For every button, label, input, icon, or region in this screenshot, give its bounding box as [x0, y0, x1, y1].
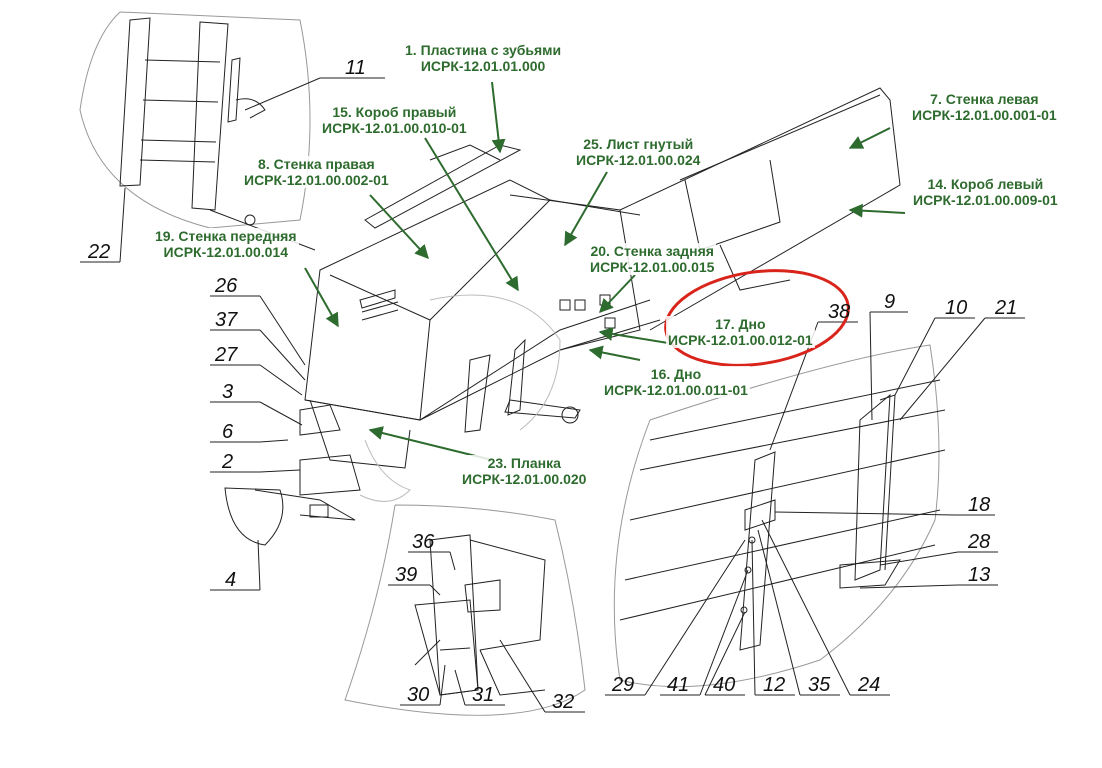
item-number: 22 — [87, 241, 110, 263]
item-number: 37 — [215, 309, 238, 331]
item-number: 9 — [884, 291, 895, 313]
detail-circle-right — [613, 344, 946, 688]
callout-code: ИСРК-12.01.00.020 — [462, 471, 587, 487]
callout-code: ИСРК-12.01.00.015 — [590, 259, 715, 275]
item-number: 40 — [713, 674, 735, 696]
callout-name: 19. Стенка передняя — [155, 228, 297, 244]
callout-name: 16. Дно — [650, 366, 702, 382]
callout-code: ИСРК-12.01.00.002-01 — [244, 172, 389, 188]
callout-name: 23. Планка — [487, 455, 561, 471]
item-number: 39 — [395, 564, 417, 586]
item-number: 26 — [214, 275, 238, 297]
callout-code: ИСРК-12.01.00.009-01 — [913, 192, 1058, 208]
item-number: 27 — [214, 344, 238, 366]
item-number: 21 — [994, 297, 1017, 319]
item-number: 28 — [967, 531, 990, 553]
item-number: 3 — [222, 381, 233, 403]
hopper-body — [224, 87, 901, 546]
detail-circle-bottom — [344, 504, 586, 716]
item-number: 31 — [472, 684, 494, 706]
callout-code: ИСРК-12.01.00.001-01 — [912, 107, 1057, 123]
highlight-circle — [664, 269, 850, 367]
callout-name: 17. Дно — [715, 316, 766, 332]
item-number: 4 — [225, 569, 236, 591]
item-number: 18 — [968, 494, 990, 516]
item-number: 13 — [968, 564, 990, 586]
leader-lines — [80, 77, 1025, 713]
item-number: 36 — [412, 531, 435, 553]
item-number: 41 — [667, 674, 689, 696]
callout-name: 20. Стенка задняя — [590, 243, 714, 259]
callout-name: 14. Короб левый — [927, 176, 1044, 192]
callout-name: 25. Лист гнутый — [583, 136, 694, 152]
item-number: 32 — [552, 691, 574, 713]
callout-code: ИСРК-12.01.01.000 — [420, 58, 546, 74]
callout-code: ИСРК-12.01.00.012-01 — [668, 332, 813, 348]
callout-name: 7. Стенка левая — [930, 91, 1039, 107]
item-number: 12 — [763, 674, 785, 696]
callout-code: ИСРК-12.01.00.011-01 — [604, 382, 748, 398]
item-number: 30 — [407, 684, 429, 706]
item-number: 6 — [222, 421, 234, 443]
callout-name: 8. Стенка правая — [258, 156, 375, 172]
item-number: 35 — [808, 674, 831, 696]
item-number: 10 — [945, 297, 967, 319]
callout-code: ИСРК-12.01.00.014 — [163, 244, 288, 260]
callout-code: ИСРК-12.01.00.010-01 — [322, 120, 467, 136]
item-number: 38 — [828, 301, 850, 323]
item-number: 29 — [611, 674, 634, 696]
item-number: 2 — [221, 451, 233, 473]
callout-name: 15. Короб правый — [332, 104, 457, 120]
callout-name: 1. Пластина с зубьями — [405, 42, 562, 58]
item-number: 24 — [857, 674, 880, 696]
callout-code: ИСРК-12.01.00.024 — [576, 152, 701, 168]
item-number: 11 — [345, 57, 366, 79]
